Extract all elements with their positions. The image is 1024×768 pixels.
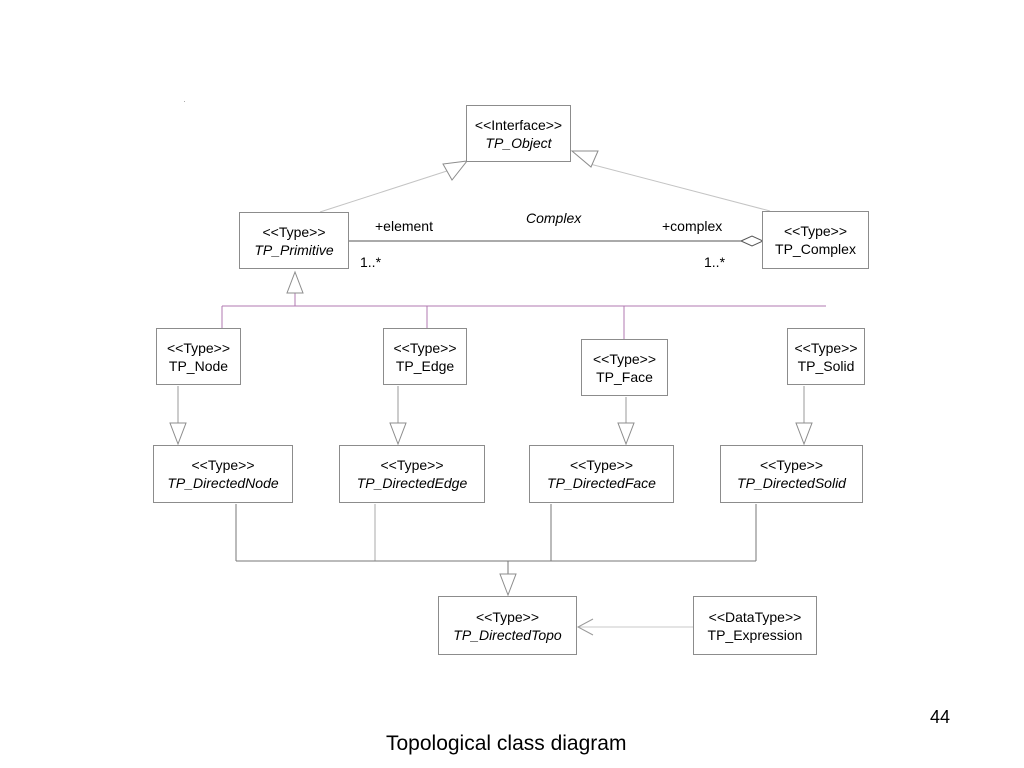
stereotype: <<Type>> — [475, 608, 540, 625]
generalization-arrowhead — [389, 422, 407, 446]
generalization-arrowhead — [442, 160, 469, 181]
class-tp-directednode[interactable]: <<Type>> TP_DirectedNode — [153, 445, 293, 503]
generalization-complex-object — [589, 163, 771, 212]
role-element-label: +element — [375, 218, 433, 234]
generalization-arrowhead — [169, 422, 187, 446]
stereotype: <<Type>> — [166, 339, 231, 356]
generalization-arrowhead — [570, 150, 599, 168]
slide-caption: Topological class diagram — [386, 732, 627, 755]
class-name: TP_Complex — [775, 241, 856, 257]
multiplicity-complex: 1..* — [704, 254, 726, 270]
class-name: TP_DirectedSolid — [737, 475, 846, 491]
class-tp-directedface[interactable]: <<Type>> TP_DirectedFace — [529, 445, 674, 503]
class-tp-solid[interactable]: <<Type>> TP_Solid — [787, 328, 865, 385]
dependency-arrowhead — [576, 618, 594, 636]
multiplicity-element: 1..* — [360, 254, 382, 270]
stereotype: <<Type>> — [262, 223, 326, 240]
class-name: TP_Primitive — [254, 241, 334, 258]
class-tp-primitive[interactable]: <<Type>> TP_Primitive — [239, 212, 349, 269]
generalization-arrowhead — [795, 422, 813, 446]
class-name: TP_Edge — [395, 357, 455, 374]
stereotype: <<Type>> — [191, 457, 255, 473]
slide-number: 44 — [930, 707, 951, 727]
class-name: TP_DirectedFace — [547, 475, 656, 491]
class-tp-edge[interactable]: <<Type>> TP_Edge — [383, 328, 467, 385]
class-tp-directedtopo[interactable]: <<Type>> TP_DirectedTopo — [438, 596, 577, 655]
stereotype: <<Type>> — [393, 339, 457, 356]
stereotype: <<Type>> — [380, 457, 444, 473]
class-name: TP_DirectedNode — [167, 475, 279, 491]
class-tp-node[interactable]: <<Type>> TP_Node — [156, 328, 241, 385]
generalization-arrowhead — [286, 270, 304, 294]
class-name: TP_DirectedTopo — [453, 626, 562, 643]
class-name: TP_Face — [596, 368, 653, 385]
class-name: TP_Solid — [797, 357, 855, 374]
association-name: Complex — [526, 210, 582, 226]
role-complex-label: +complex — [662, 218, 723, 234]
class-tp-object[interactable]: <<Interface>> TP_Object — [466, 105, 571, 162]
class-tp-expression[interactable]: <<DataType>> TP_Expression — [693, 596, 817, 655]
class-name: TP_DirectedEdge — [356, 475, 468, 491]
stereotype: <<Interface>> — [474, 116, 563, 133]
generalization-arrowhead — [499, 573, 517, 597]
stereotype: <<Type>> — [569, 457, 634, 473]
class-name: TP_Expression — [707, 626, 803, 643]
stereotype: <<Type>> — [794, 339, 858, 356]
class-tp-directededge[interactable]: <<Type>> TP_DirectedEdge — [339, 445, 485, 503]
stereotype: <<DataType>> — [708, 608, 802, 625]
stereotype: <<Type>> — [783, 223, 848, 239]
stray-dot — [184, 101, 185, 102]
aggregation-diamond — [739, 235, 765, 247]
class-tp-directedsolid[interactable]: <<Type>> TP_DirectedSolid — [720, 445, 863, 503]
class-tp-face[interactable]: <<Type>> TP_Face — [581, 339, 668, 396]
generalization-primitive-object — [319, 169, 451, 213]
class-name: TP_Node — [168, 357, 229, 374]
class-name: TP_Object — [485, 134, 552, 151]
stereotype: <<Type>> — [592, 350, 657, 367]
stereotype: <<Type>> — [759, 457, 824, 473]
generalization-arrowhead — [617, 422, 635, 446]
class-tp-complex[interactable]: <<Type>> TP_Complex — [762, 211, 869, 269]
